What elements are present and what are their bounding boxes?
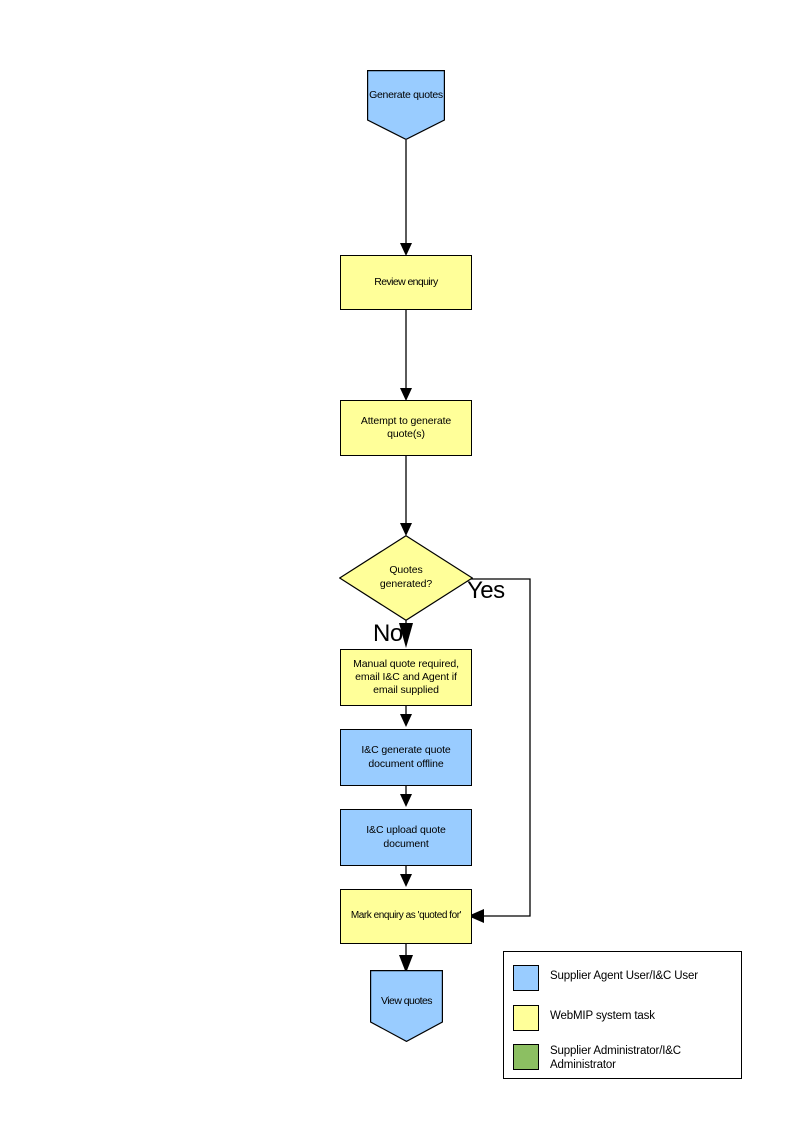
node-label-quotes-generated: Quotes generated? [379, 564, 433, 590]
node-quotes-generated-decision[interactable]: Quotes generated? [338, 534, 474, 622]
node-label-mark-enquiry-quoted-for: Mark enquiry as 'quoted for' [350, 910, 462, 922]
legend-swatch-user-task [513, 965, 539, 991]
node-label-manual-quote-required: Manual quote required, email I&C and Age… [353, 657, 459, 697]
node-label-review-enquiry: Review enquiry [374, 275, 438, 288]
node-label-ic-upload-quote-document: I&C upload quote document [366, 824, 446, 850]
legend-label-administrator-task: Supplier Administrator/I&C Administrator [550, 1045, 681, 1072]
legend-panel: Supplier Agent User/I&C User WebMIP syst… [503, 951, 742, 1079]
node-attempt-generate-quotes[interactable]: Attempt to generate quote(s) [340, 400, 472, 456]
node-label-attempt-generate-quotes: Attempt to generate quote(s) [360, 414, 452, 440]
node-view-quotes[interactable]: View quotes [370, 970, 444, 1043]
node-label-generate-quotes: Generate quotes [369, 89, 443, 101]
branch-label-yes: Yes [467, 577, 505, 604]
diamond-shape-quotes-generated [338, 534, 474, 622]
node-ic-upload-quote-document[interactable]: I&C upload quote document [340, 809, 472, 866]
edge-generate-offline-to-upload [400, 786, 412, 807]
edge-mark-to-view [399, 944, 413, 973]
legend-swatch-system-task [513, 1005, 539, 1031]
edge-attempt-to-decision [400, 456, 412, 536]
legend-label-user-task: Supplier Agent User/I&C User [550, 970, 698, 982]
node-ic-generate-quote-offline[interactable]: I&C generate quote document offline [340, 729, 472, 786]
pentagon-shape-view-quotes [370, 970, 444, 1043]
edge-review-to-attempt [400, 310, 412, 401]
node-generate-quotes[interactable]: Generate quotes [367, 70, 446, 141]
legend-item-supplier-agent-user: Supplier Agent User/I&C User [513, 965, 698, 991]
edge-manual-to-generate-offline [400, 706, 412, 727]
node-manual-quote-required[interactable]: Manual quote required, email I&C and Age… [340, 649, 472, 706]
edge-generate-to-review [400, 140, 412, 256]
legend-item-supplier-administrator: Supplier Administrator/I&C Administrator [513, 1044, 681, 1072]
legend-label-system-task: WebMIP system task [550, 1010, 655, 1022]
node-mark-enquiry-quoted-for[interactable]: Mark enquiry as 'quoted for' [340, 889, 472, 944]
legend-swatch-administrator-task [513, 1044, 539, 1070]
node-review-enquiry[interactable]: Review enquiry [340, 255, 472, 310]
node-label-ic-generate-quote-offline: I&C generate quote document offline [361, 744, 451, 770]
legend-item-webmip-system-task: WebMIP system task [513, 1005, 655, 1031]
edge-upload-to-mark [400, 866, 412, 887]
node-label-view-quotes: View quotes [381, 995, 433, 1007]
branch-label-no: No [373, 620, 403, 647]
pentagon-shape-generate-quotes [367, 70, 446, 141]
